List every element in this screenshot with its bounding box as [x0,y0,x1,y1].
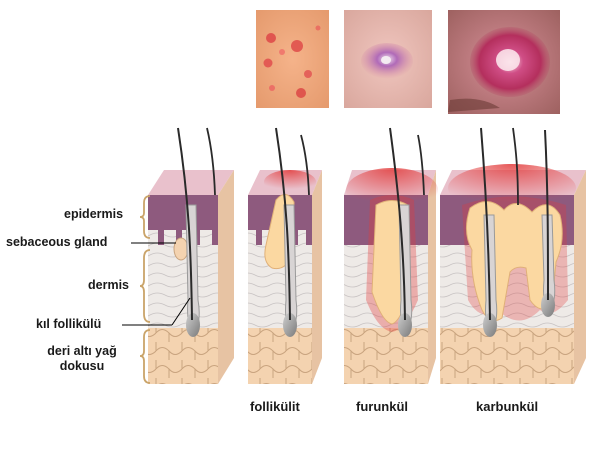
caption-folliculitis: follikülit [250,399,300,414]
label-subcutaneous-line2: dokusu [59,359,105,373]
label-sebaceous-gland: sebaceous gland [6,235,108,249]
block-carbuncle [440,127,586,384]
subcutaneous-bracket [139,329,151,384]
dermis-bracket [139,249,151,323]
follicle-pointer-diag [171,297,191,326]
caption-furuncle: furunkül [356,399,408,414]
photo-carbuncle [448,10,560,114]
epidermis-bracket [139,195,151,239]
photo-folliculitis [256,10,329,108]
label-subcutaneous-line1: deri altı yağ [47,344,117,358]
caption-carbuncle: karbunkül [476,399,539,414]
block-folliculitis [248,127,322,384]
label-dermis: dermis [88,278,129,292]
photo-furuncle [344,10,432,108]
label-hair-follicle: kıl follikülü [36,317,102,331]
block-furuncle [344,127,438,384]
block-normal [148,127,234,384]
label-epidermis: epidermis [64,207,124,221]
annotation-lines [122,195,191,384]
label-subcutaneous: deri altı yağ dokusu [28,344,136,374]
